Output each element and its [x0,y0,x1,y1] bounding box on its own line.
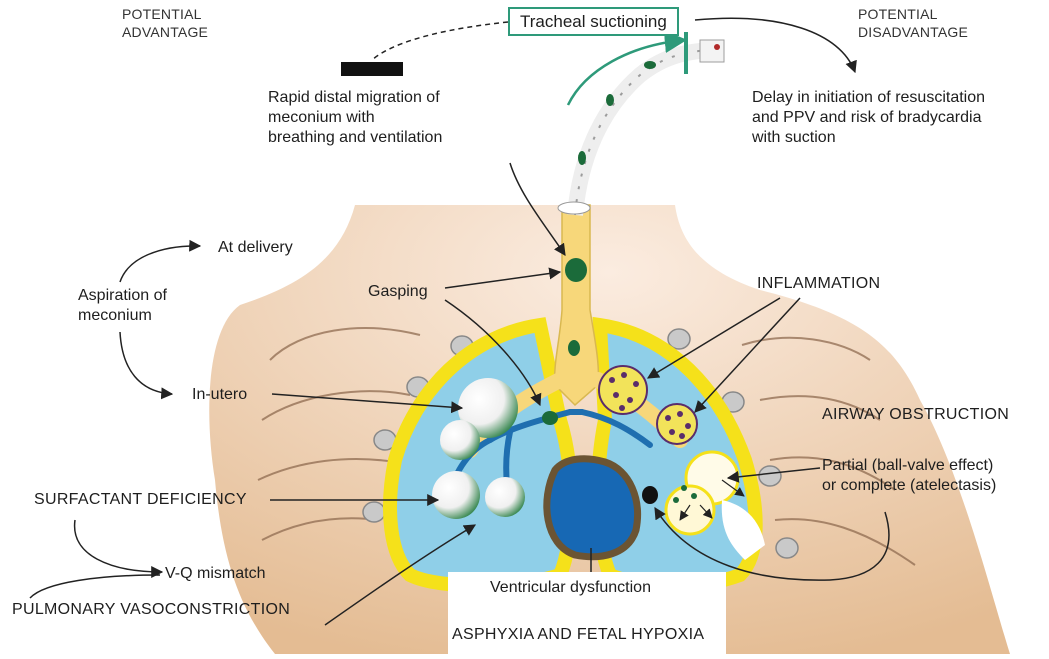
airway-obstruction-plug [642,486,658,504]
at-delivery-label: At delivery [218,238,293,258]
gasping-label: Gasping [368,282,428,302]
aspiration-label: Aspiration of meconium [78,286,167,326]
potential-disadvantage-label: POTENTIAL DISADVANTAGE [858,6,968,41]
arrow-surfactant-vq [75,520,162,572]
pulmonary-vasoconstriction-label: PULMONARY VASOCONSTRICTION [12,600,290,620]
blocker-bar [341,62,403,76]
in-utero-label: In-utero [192,385,247,405]
delay-resuscitation-label: Delay in initiation of resuscitation and… [752,88,985,148]
surfactant-deficiency-label: SURFACTANT DEFICIENCY [34,490,247,510]
asphyxia-label: ASPHYXIA AND FETAL HYPOXIA [452,625,704,645]
heart [547,459,638,557]
arrow-at-delivery [120,246,200,282]
partial-complete-label: Partial (ball-valve effect) or complete … [822,456,996,496]
tracheal-suctioning-box: Tracheal suctioning [508,7,679,36]
et-tube [575,50,720,215]
airway-obstruction-label: AIRWAY OBSTRUCTION [822,405,1009,425]
ventricular-dysfunction-label: Ventricular dysfunction [490,578,651,598]
inflammation-label: INFLAMMATION [757,274,880,294]
potential-advantage-label: POTENTIAL ADVANTAGE [122,6,208,41]
rapid-migration-label: Rapid distal migration of meconium with … [268,88,442,148]
arrow-vasoconstriction [30,575,160,598]
arrow-in-utero [120,332,172,394]
dashed-to-advantage [372,22,508,60]
vq-mismatch-label: V-Q mismatch [165,564,265,584]
